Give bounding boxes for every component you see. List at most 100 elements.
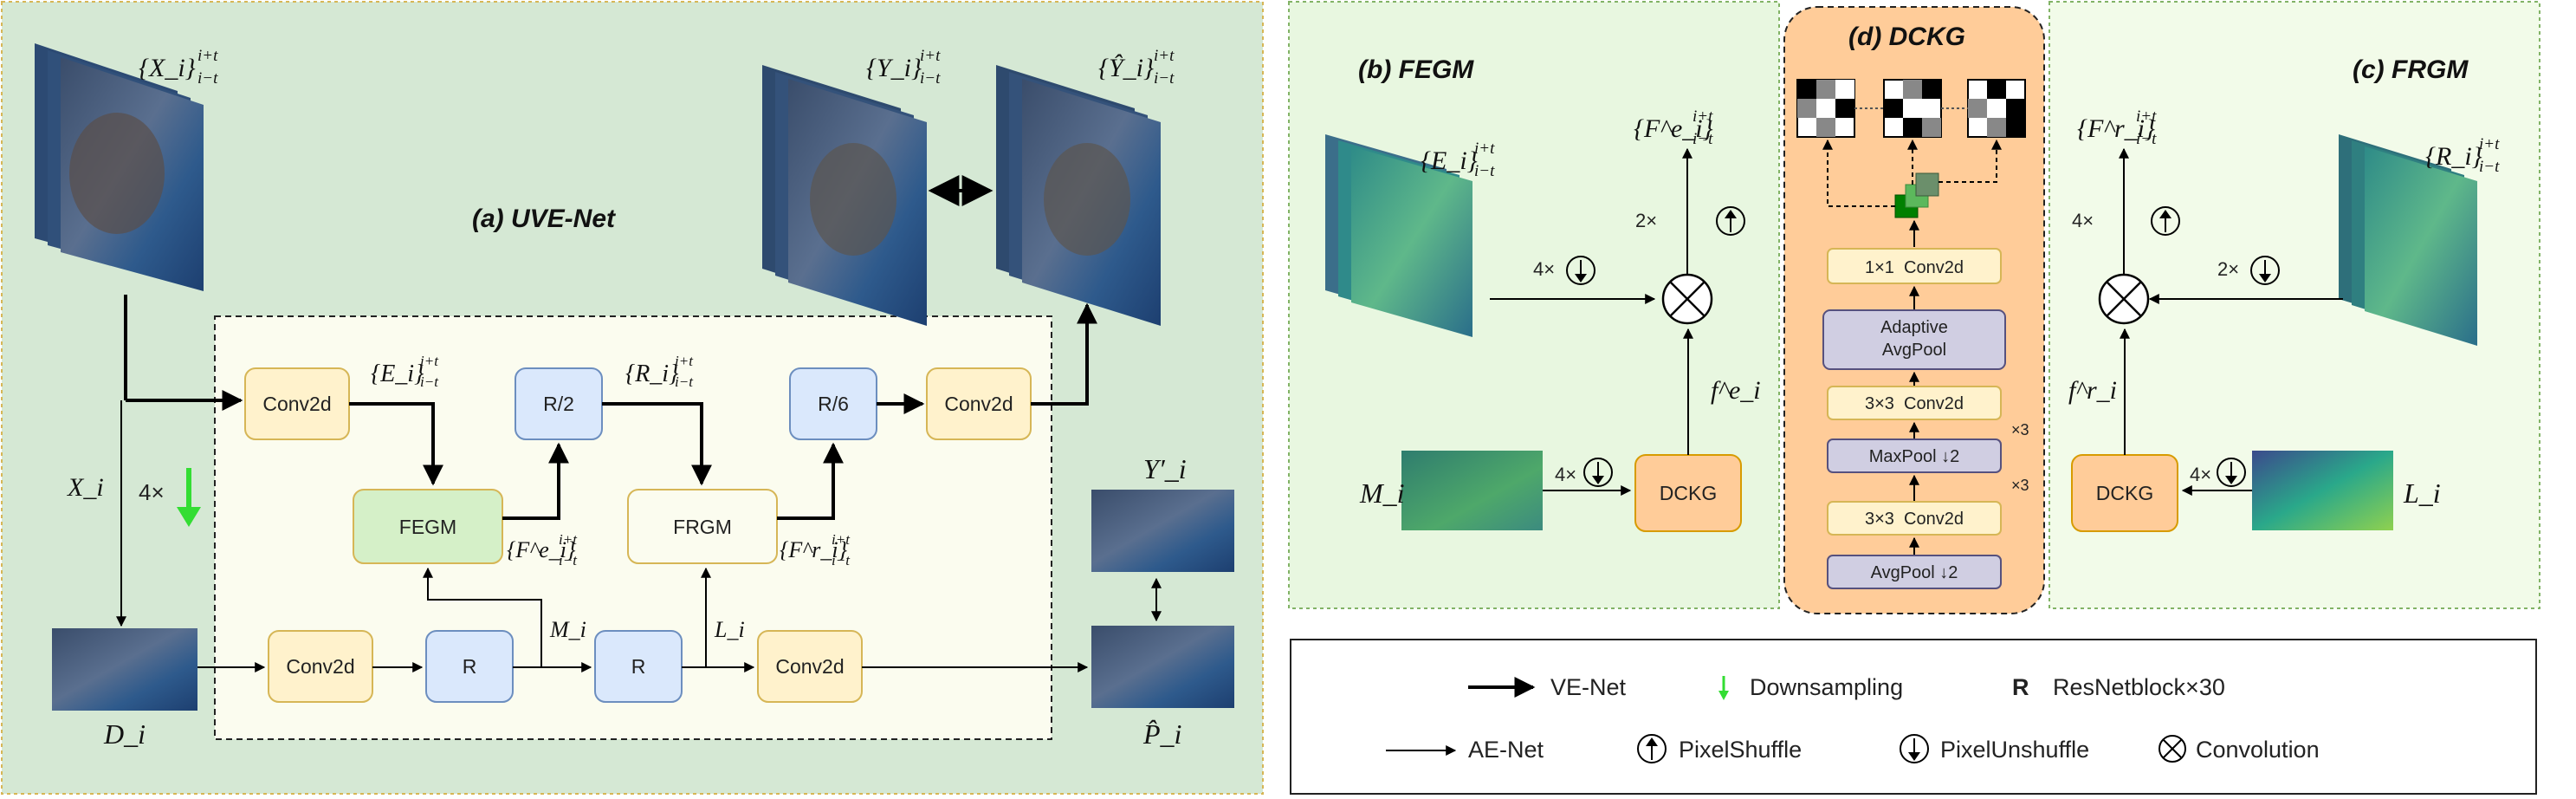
fegm-to-r2-arrow (502, 442, 569, 520)
r-bot1-label: R (463, 655, 477, 678)
label-e-range-bottom-b: i−t (1474, 162, 1495, 180)
label-d-i: D_i (103, 718, 146, 750)
m-i-image (1401, 451, 1543, 530)
legend-pixel-unshuffle: PixelUnshuffle (1940, 737, 2089, 763)
conv3x3-box-2: 3×3 Conv2d (1827, 501, 2002, 536)
label-yhat-range-top: i+t (1154, 47, 1175, 65)
frgm-box: FRGM (627, 489, 778, 564)
label-unshuffle-4x-bottom-b: 4× (1555, 464, 1576, 485)
label-fr-set-c: {F^r_i} (2077, 114, 2155, 143)
dckg-label-c: DCKG (2096, 482, 2153, 504)
label-y-range-bottom: i−t (920, 69, 941, 88)
legend-green-arrowhead (1718, 691, 1729, 700)
label-fe-set-b: {F^e_i} (1634, 114, 1713, 143)
legend-pixel-shuffle: PixelShuffle (1679, 737, 1802, 763)
dckg-layer-1-line2: AvgPool (1882, 341, 1946, 360)
frgm-to-r6-arrow (777, 442, 844, 520)
pixel-unshuffle-icon-c2 (2217, 458, 2246, 487)
dckg-box-b: DCKG (1634, 454, 1742, 532)
label-fe-set: {F^e_i} (507, 537, 576, 562)
pixel-shuffle-icon-c (2151, 206, 2180, 236)
green-downsample-arrowhead (177, 507, 201, 527)
dckg-layer-0: 1×1 Conv2d (1865, 258, 1964, 277)
pixel-shuffle-icon-b (1716, 206, 1745, 236)
label-fe-range-top-b: i+t (1693, 107, 1713, 126)
adaptive-avgpool-box: Adaptive AvgPool (1822, 309, 2006, 370)
label-unshuffle-2x-c: 2× (2217, 258, 2239, 280)
label-y-set: {Y_i} (866, 54, 922, 82)
r2-box: R/2 (515, 367, 603, 440)
legend-pixel-unshuffle-icon (1900, 734, 1929, 763)
kernel-stack-icon (1894, 172, 1939, 218)
legend-pixel-shuffle-icon (1637, 734, 1667, 763)
dckg-label-b: DCKG (1660, 482, 1717, 504)
label-f-e: f^e_i (1711, 376, 1761, 405)
y-prime-image (1091, 490, 1234, 572)
label-fe-range-top: i+t (559, 531, 578, 548)
input-frames-stack (35, 43, 204, 291)
panel-d-title: (d) DCKG (1848, 23, 1965, 51)
legend-resnet: ResNetblock×30 (2053, 674, 2225, 700)
label-l-i: L_i (714, 617, 745, 642)
label-l-i-c: L_i (2403, 477, 2441, 509)
label-y-range-top: i+t (920, 47, 941, 65)
conv2d-bot2-label: Conv2d (775, 655, 844, 678)
legend-convolution: Convolution (2196, 737, 2320, 763)
legend-convolution-icon (2159, 735, 2186, 763)
e-to-fegm-arrow (349, 402, 443, 486)
d-i-image (52, 628, 197, 711)
label-e-range-bottom: i−t (420, 374, 439, 390)
label-fr-range-top: i+t (832, 531, 851, 548)
label-fr-range-bottom: i−t (832, 552, 851, 568)
label-r-set: {R_i} (625, 361, 678, 387)
legend-downsampling: Downsampling (1750, 674, 1903, 700)
conv2d-bot2-box: Conv2d (757, 630, 863, 703)
conv2d-top1-label: Conv2d (262, 393, 331, 415)
label-e-range-top-b: i+t (1474, 140, 1495, 158)
label-yhat-range-bottom: i−t (1154, 69, 1175, 88)
conv2d-top1-box: Conv2d (244, 367, 350, 440)
kernel-grid-1 (1796, 79, 1855, 138)
dckg-layer-5: AvgPool ↓2 (1871, 563, 1958, 582)
label-unshuffle-4x-c: 4× (2190, 464, 2211, 485)
label-fr-set: {F^r_i} (780, 537, 848, 562)
label-shuffle-2x-b: 2× (1635, 210, 1657, 231)
label-y-prime: Y′_i (1143, 453, 1187, 484)
label-r-range-top-c: i+t (2479, 135, 2500, 153)
pixel-unshuffle-icon-b2 (1583, 458, 1613, 487)
conv2d-top2-box: Conv2d (926, 367, 1032, 440)
label-x-range-bottom: i−t (197, 69, 218, 88)
label-r-range-bottom-c: i−t (2479, 158, 2500, 176)
label-p-hat: P̂_i (1142, 718, 1181, 750)
label-e-set: {E_i} (371, 361, 424, 387)
label-r-set-c: {R_i} (2425, 142, 2482, 171)
dckg-output-arrow-3 (1938, 139, 2002, 183)
label-downsample-4x: 4× (139, 479, 165, 505)
repeat-label-1: ×3 (2011, 421, 2029, 438)
dckg-layer-1-line1: Adaptive (1880, 318, 1948, 337)
label-fr-range-bottom-c: i−t (2136, 130, 2157, 148)
conv2d-top2-label: Conv2d (944, 393, 1013, 415)
r-bot2-label: R (631, 655, 646, 678)
convolution-icon-b (1661, 273, 1713, 325)
conv2d-bot1-label: Conv2d (286, 655, 354, 678)
legend-ae-net: AE-Net (1468, 737, 1544, 763)
dckg-box-c: DCKG (2071, 454, 2178, 532)
label-fe-range-bottom-b: i−t (1693, 130, 1713, 148)
maxpool-box: MaxPool ↓2 (1827, 438, 2002, 473)
label-f-r: f^r_i (2068, 376, 2117, 405)
r-to-frgm-arrow (602, 402, 712, 486)
conv1x1-box: 1×1 Conv2d (1827, 248, 2002, 284)
dckg-output-arrow-1 (1822, 139, 1895, 207)
avgpool-box: AvgPool ↓2 (1827, 555, 2002, 589)
frgm-label: FRGM (673, 516, 732, 538)
kernel-grid-2 (1883, 79, 1942, 138)
conv2d-to-yhat-arrow (1031, 302, 1097, 406)
label-e-set-b: {E_i} (1421, 146, 1478, 175)
panel-c-title: (c) FRGM (2353, 55, 2469, 84)
panel-b-title: (b) FEGM (1358, 55, 1474, 84)
repeat-label-2: ×3 (2011, 477, 2029, 494)
conv2d-bot1-box: Conv2d (268, 630, 373, 703)
label-r-range-bottom: i−t (675, 374, 694, 390)
kernel-grid-3 (1967, 79, 2026, 138)
